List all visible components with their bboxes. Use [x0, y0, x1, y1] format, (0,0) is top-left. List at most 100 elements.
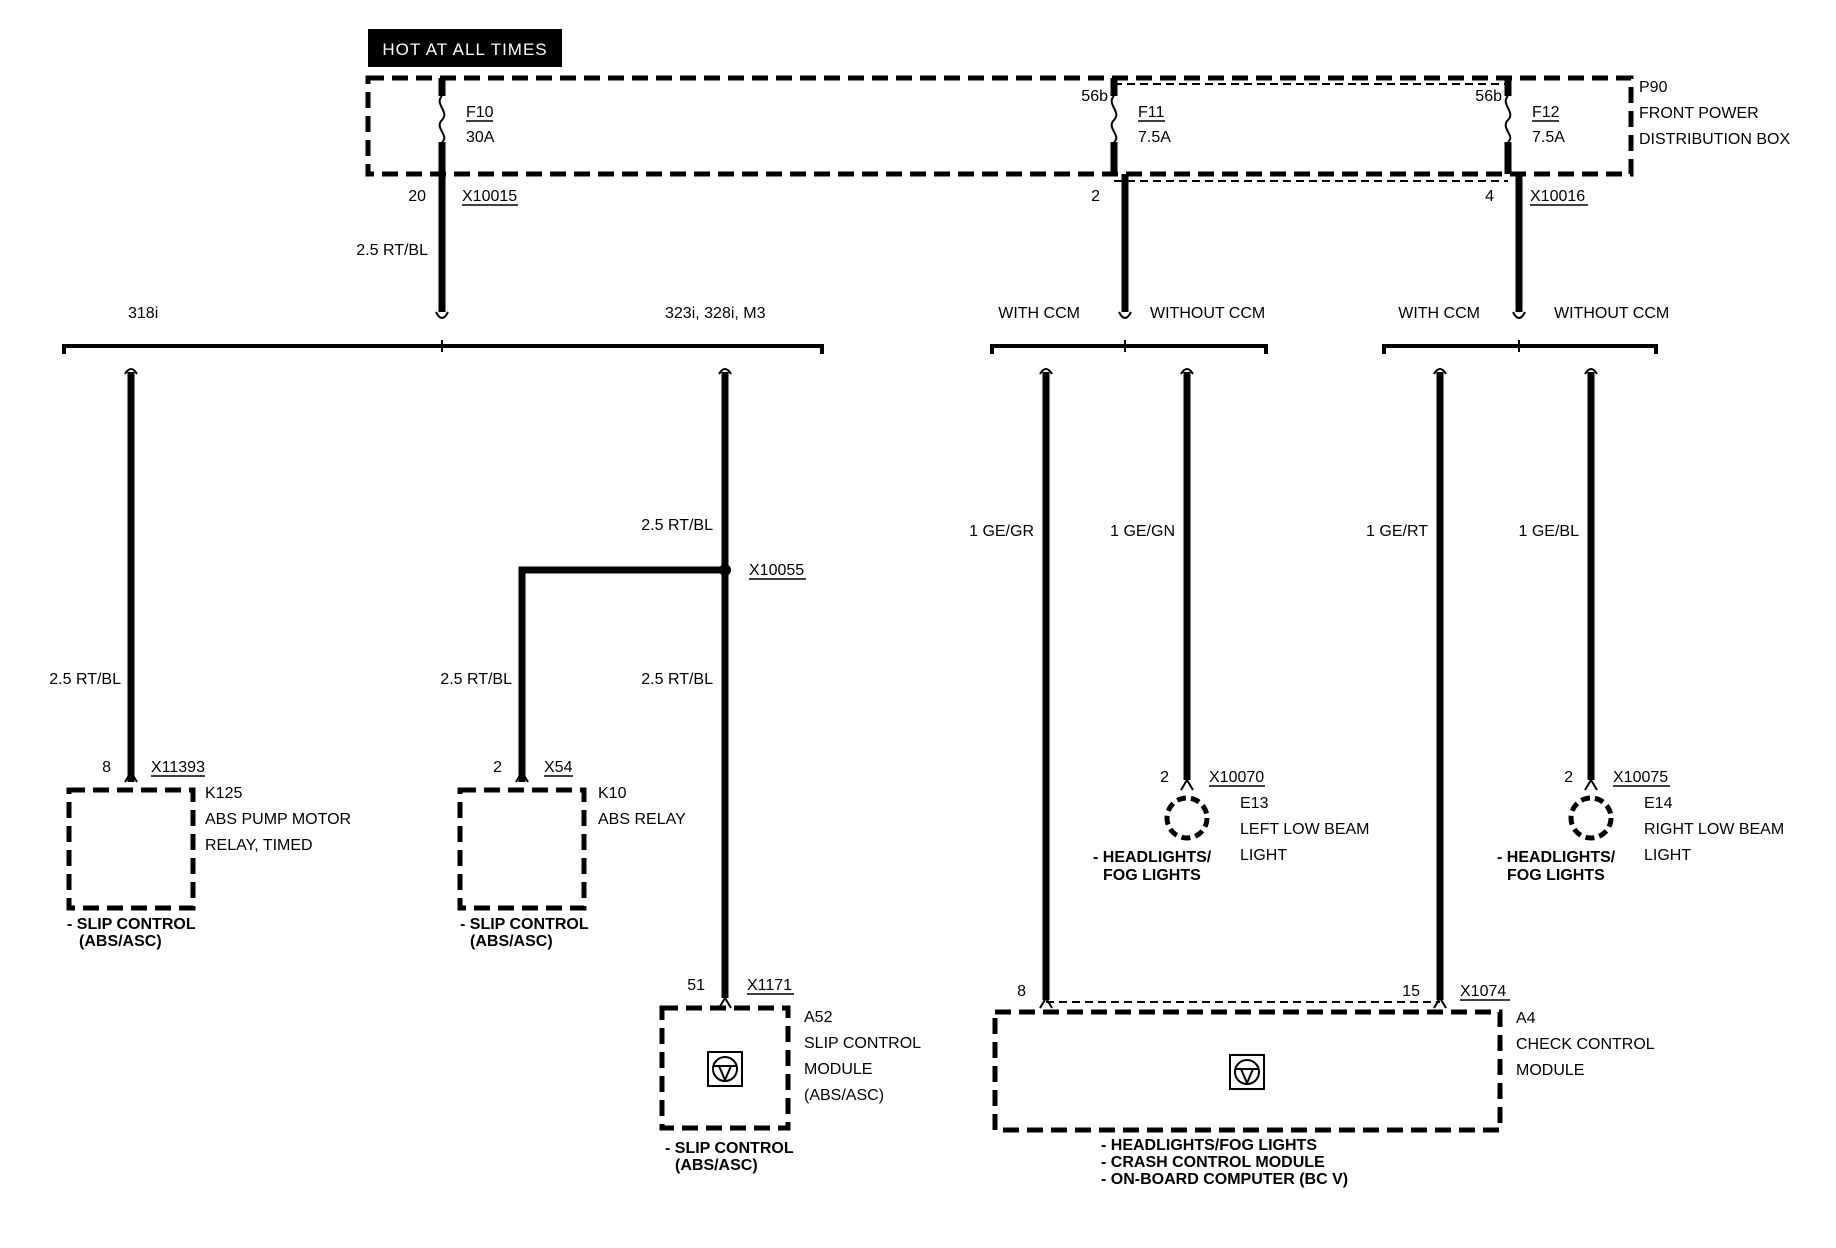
wire-label-f11-without-ccm: 1 GE/GN	[1110, 523, 1175, 540]
e13-bulb-icon	[1164, 795, 1210, 841]
f10-branch: 318i 323i, 328i, M3	[62, 305, 824, 354]
fuse-f12-rating: 7.5A	[1532, 129, 1565, 146]
distribution-box-id: P90	[1639, 79, 1668, 96]
fuse-f12: 56b F12 7.5A 4 X10016	[1475, 78, 1588, 206]
k10-connector: X54	[544, 759, 573, 776]
a4-id: A4	[1516, 1010, 1536, 1027]
branch-label-f12-with-ccm: WITH CCM	[1398, 305, 1480, 322]
wire-label-splice-upper: 2.5 RT/BL	[641, 517, 713, 534]
k125-pin: 8	[102, 759, 111, 776]
fuse-f11: 56b F11 7.5A 2	[1081, 78, 1171, 205]
k10-name-line1: ABS RELAY	[598, 811, 686, 828]
e13-id: E13	[1240, 795, 1269, 812]
fuse-f11-terminal-top: 56b	[1081, 88, 1108, 105]
connector-symbol	[435, 311, 449, 319]
e13-name-line2: LIGHT	[1240, 847, 1287, 864]
wire-label-a52: 2.5 RT/BL	[641, 671, 713, 688]
a52-connector: X1171	[747, 977, 792, 994]
k10-pin: 2	[493, 759, 502, 776]
f10-main-wire: 2.5 RT/BL	[356, 174, 449, 319]
e14-pin: 2	[1564, 769, 1573, 786]
k125-name-line2: RELAY, TIMED	[205, 837, 313, 854]
splice-id: X10055	[749, 562, 804, 579]
e14-light: 2 X10075 E14 RIGHT LOW BEAM LIGHT - HEAD…	[1497, 769, 1784, 884]
a52-module: 51 X1171 A52 SLIP CONTROL MODULE (ABS/AS…	[659, 977, 921, 1174]
e13-pin: 2	[1160, 769, 1169, 786]
e14-bulb-icon	[1568, 795, 1614, 841]
hot-label: HOT AT ALL TIMES	[382, 40, 547, 59]
k125-connector: X11393	[151, 759, 205, 776]
distribution-box-name-line2: DISTRIBUTION BOX	[1639, 131, 1790, 148]
fuse-f11-terminal: 2	[1091, 188, 1100, 205]
a52-ref-line1: - SLIP CONTROL	[665, 1140, 794, 1157]
a4-module: 8 15 X1074 A4 CHECK CONTROL MODULE - HEA…	[992, 983, 1655, 1188]
k125-id: K125	[205, 785, 242, 802]
branch-label-323i: 323i, 328i, M3	[665, 305, 766, 322]
e13-ref-line1: - HEADLIGHTS/	[1093, 849, 1212, 866]
a4-ref-line1: - HEADLIGHTS/FOG LIGHTS	[1101, 1137, 1317, 1154]
fuse-f10-connector: X10015	[462, 188, 517, 205]
k125-ref-line2: (ABS/ASC)	[79, 933, 162, 950]
e14-name-line2: LIGHT	[1644, 847, 1691, 864]
fuse-f11-id: F11	[1138, 104, 1164, 121]
wire-label-f12-with-ccm: 1 GE/RT	[1366, 523, 1428, 540]
hot-at-all-times-header: HOT AT ALL TIMES	[368, 29, 562, 67]
a4-module-box	[992, 1009, 1503, 1133]
fuse-f11-symbol	[1110, 95, 1118, 143]
wire-label-f11-with-ccm: 1 GE/GR	[969, 523, 1034, 540]
distribution-box-outline	[365, 75, 1634, 177]
a52-electronic-module-icon	[707, 1051, 743, 1087]
e14-id: E14	[1644, 795, 1673, 812]
e14-name-line1: RIGHT LOW BEAM	[1644, 821, 1784, 838]
a4-pin-right: 15	[1402, 983, 1420, 1000]
k10-ref-line1: - SLIP CONTROL	[460, 916, 589, 933]
a4-ref-line2: - CRASH CONTROL MODULE	[1101, 1154, 1325, 1171]
fuse-f12-symbol	[1504, 95, 1512, 143]
fuse-f12-id: F12	[1532, 104, 1560, 121]
a52-module-box	[659, 1005, 791, 1131]
k10-relay-box	[457, 787, 587, 911]
distribution-box-name-line1: FRONT POWER	[1639, 105, 1759, 122]
a4-ref-line3: - ON-BOARD COMPUTER (BC V)	[1101, 1171, 1348, 1188]
e13-name-line1: LEFT LOW BEAM	[1240, 821, 1370, 838]
fuse-f12-terminal: 4	[1485, 188, 1494, 205]
e13-connector: X10070	[1209, 769, 1264, 786]
distribution-box: P90 FRONT POWER DISTRIBUTION BOX	[365, 75, 1790, 182]
branch-label-318i: 318i	[128, 305, 158, 322]
branch-label-f11-without-ccm: WITHOUT CCM	[1150, 305, 1265, 322]
a4-name-line2: MODULE	[1516, 1062, 1584, 1079]
e14-ref-line1: - HEADLIGHTS/	[1497, 849, 1616, 866]
branch-label-f12-without-ccm: WITHOUT CCM	[1554, 305, 1669, 322]
f11-circuit: WITH CCM WITHOUT CCM 1 GE/GR 1 GE/GN	[969, 174, 1268, 1000]
wire-label-main-f10: 2.5 RT/BL	[356, 242, 428, 259]
fuse-f10-id: F10	[466, 104, 494, 121]
k10-circuit: 2.5 RT/BL 2 X54 K10 ABS RELAY - SLIP CON…	[440, 566, 725, 950]
k10-id: K10	[598, 785, 627, 802]
wire-label-k10: 2.5 RT/BL	[440, 671, 512, 688]
wire-label-k125: 2.5 RT/BL	[49, 671, 121, 688]
a52-name-line2: MODULE	[804, 1061, 872, 1078]
fuse-f10: F10 30A 20 X10015	[408, 78, 518, 206]
fuse-f10-rating: 30A	[466, 129, 495, 146]
a52-name-line1: SLIP CONTROL	[804, 1035, 921, 1052]
a4-connector: X1074	[1460, 983, 1506, 1000]
a52-id: A52	[804, 1009, 833, 1026]
hot-label-box	[368, 29, 562, 67]
k125-name-line1: ABS PUMP MOTOR	[205, 811, 351, 828]
e13-ref-line2: FOG LIGHTS	[1103, 867, 1201, 884]
a52-name-line3: (ABS/ASC)	[804, 1087, 884, 1104]
fuse-f11-rating: 7.5A	[1138, 129, 1171, 146]
e13-light: 2 X10070 E13 LEFT LOW BEAM LIGHT - HEADL…	[1093, 769, 1370, 884]
a4-pin-left: 8	[1017, 983, 1026, 1000]
fuse-f10-symbol	[438, 95, 446, 143]
fuse-f10-terminal: 20	[408, 188, 426, 205]
a52-ref-line2: (ABS/ASC)	[675, 1157, 758, 1174]
a4-electronic-module-icon	[1229, 1054, 1265, 1090]
a52-pin: 51	[687, 977, 705, 994]
k125-circuit: 2.5 RT/BL 8 X11393 K125 ABS PUMP MOTOR R…	[49, 368, 351, 950]
f11-branch-bus	[990, 344, 1268, 354]
wire-label-f12-without-ccm: 1 GE/BL	[1519, 523, 1580, 540]
k125-relay-box	[66, 787, 196, 911]
branch-label-f11-with-ccm: WITH CCM	[998, 305, 1080, 322]
